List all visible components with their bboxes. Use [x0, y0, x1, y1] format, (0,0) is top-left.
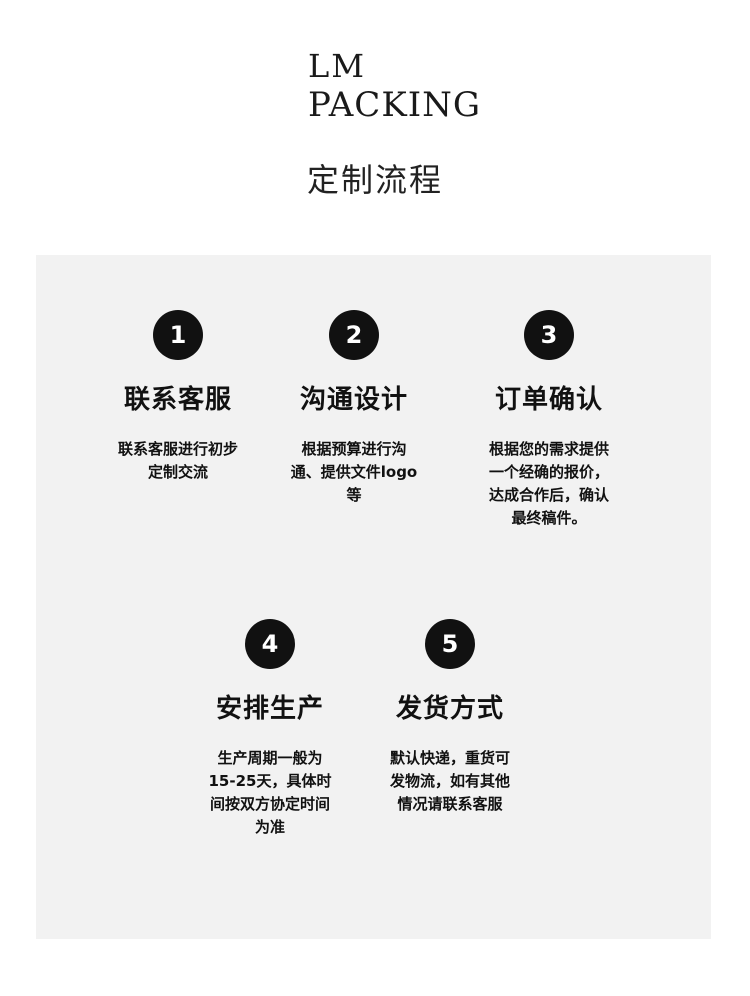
brand-logo-line-2: PACKING: [308, 85, 482, 125]
step-title: 联系客服: [123, 385, 232, 415]
step-4: 4 安排生产 生产周期一般为15-25天，具体时间按双方协定时间为准: [170, 619, 370, 839]
step-1: 1 联系客服 联系客服进行初步定制交流: [78, 310, 278, 484]
step-number-badge: 1: [153, 310, 203, 360]
page-title: 定制流程: [306, 161, 443, 199]
step-description: 根据您的需求提供一个经确的报价，达成合作后，确认最终稿件。: [488, 440, 609, 527]
brand-logo: LM PACKING: [308, 50, 481, 122]
process-panel: 1 联系客服 联系客服进行初步定制交流 2 沟通设计 根据预算进行沟通、提供文件…: [36, 255, 711, 939]
step-title: 订单确认: [494, 385, 603, 415]
step-description: 默认快递，重货可发物流，如有其他情况请联系客服: [389, 749, 510, 813]
step-title: 沟通设计: [299, 385, 408, 415]
step-number-badge: 4: [245, 619, 295, 669]
step-number-badge: 2: [329, 310, 379, 360]
step-3: 3 订单确认 根据您的需求提供一个经确的报价，达成合作后，确认最终稿件。: [449, 310, 649, 530]
step-2: 2 沟通设计 根据预算进行沟通、提供文件logo等: [254, 310, 454, 507]
step-title: 发货方式: [395, 694, 504, 724]
step-number-badge: 3: [524, 310, 574, 360]
brand-logo-line-1: LM: [308, 47, 367, 85]
step-description: 生产周期一般为15-25天，具体时间按双方协定时间为准: [208, 749, 332, 836]
step-5: 5 发货方式 默认快递，重货可发物流，如有其他情况请联系客服: [350, 619, 550, 816]
step-title: 安排生产: [215, 694, 324, 724]
step-number-badge: 5: [425, 619, 475, 669]
step-description: 根据预算进行沟通、提供文件logo等: [290, 440, 418, 504]
step-description: 联系客服进行初步定制交流: [118, 440, 239, 481]
